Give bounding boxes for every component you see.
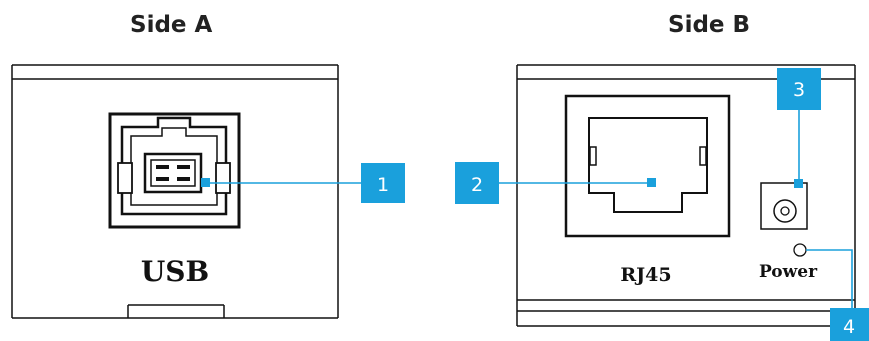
usb-label: USB xyxy=(141,255,209,288)
side-b-panel xyxy=(516,64,856,327)
side-a-title: Side A xyxy=(130,12,213,38)
callout-3-number: 3 xyxy=(793,79,805,101)
callout-3: 3 xyxy=(777,68,821,188)
usb-b-port-icon xyxy=(108,112,241,229)
rj45-port-icon xyxy=(564,94,731,238)
rj45-label: RJ45 xyxy=(620,264,671,286)
power-led-icon xyxy=(793,243,807,257)
power-label: Power xyxy=(759,262,818,282)
callout-1-number: 1 xyxy=(377,174,389,196)
side-b-title: Side B xyxy=(668,12,751,38)
callout-2-number: 2 xyxy=(471,174,483,196)
side-a-panel xyxy=(11,64,339,319)
power-jack-icon xyxy=(760,182,808,230)
callout-2: 2 xyxy=(455,162,656,204)
callout-1: 1 xyxy=(201,163,405,203)
callout-4: 4 xyxy=(806,249,869,341)
callout-4-number: 4 xyxy=(843,316,855,338)
